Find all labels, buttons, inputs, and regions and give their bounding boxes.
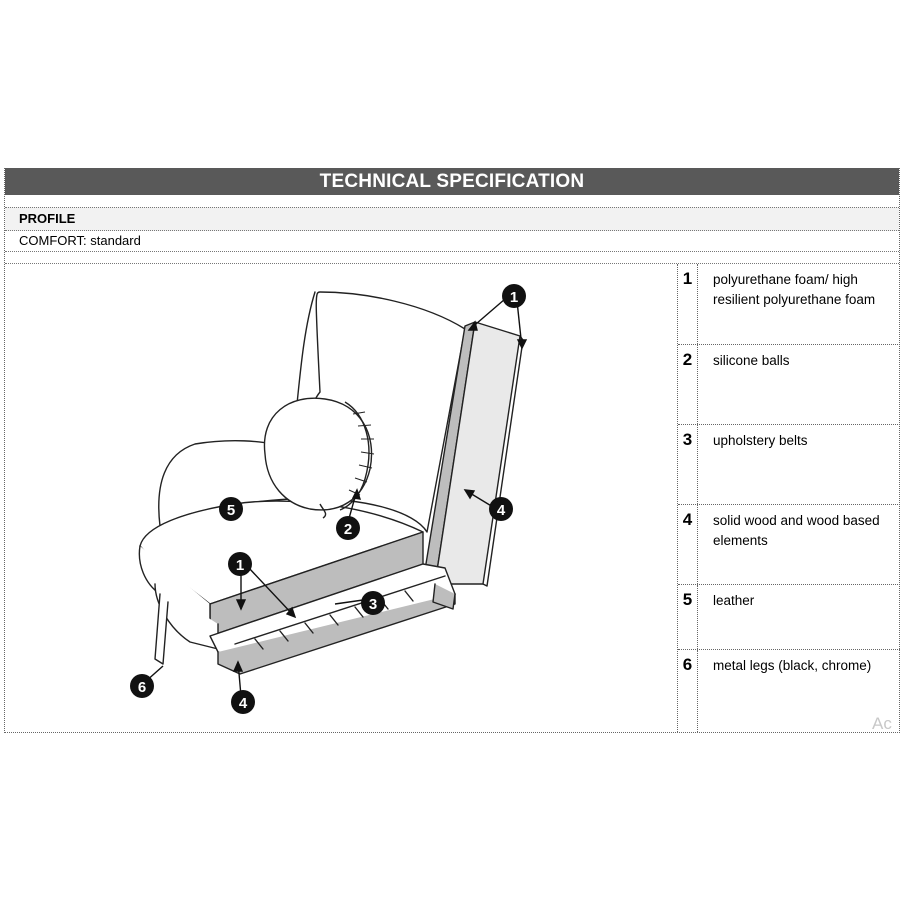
callout-4-base: 4 xyxy=(231,690,255,714)
legend-row: 2 silicone balls xyxy=(678,345,900,425)
callout-1-seat: 1 xyxy=(228,552,252,576)
svg-text:4: 4 xyxy=(497,502,506,519)
callout-3: 3 xyxy=(361,591,385,615)
legend-description: leather xyxy=(713,593,755,608)
svg-text:5: 5 xyxy=(227,502,235,519)
legend-row: 5 leather xyxy=(678,585,900,650)
materials-legend: 1 polyurethane foam/ high resilient poly… xyxy=(677,264,900,732)
profile-label: PROFILE xyxy=(19,211,76,226)
legend-number: 2 xyxy=(678,345,698,424)
callout-2: 2 xyxy=(336,516,360,540)
legend-description: polyurethane foam/ high resilient polyur… xyxy=(713,272,876,307)
technical-spec-sheet: TECHNICAL SPECIFICATION PROFILE COMFORT:… xyxy=(4,168,900,733)
spacer-row xyxy=(5,252,899,264)
callout-1-back: 1 xyxy=(502,284,526,308)
svg-text:1: 1 xyxy=(236,557,244,574)
comfort-row: COMFORT: standard xyxy=(5,230,899,252)
profile-row: PROFILE xyxy=(5,207,899,231)
legend-row: 1 polyurethane foam/ high resilient poly… xyxy=(678,264,900,345)
legend-row: 3 upholstery belts xyxy=(678,425,900,505)
svg-text:2: 2 xyxy=(344,521,352,538)
sofa-illustration: 1 1 2 3 4 xyxy=(130,284,528,714)
legend-number: 3 xyxy=(678,425,698,504)
callout-4-back: 4 xyxy=(489,497,513,521)
legend-row: 6 metal legs (black, chrome) xyxy=(678,650,900,732)
svg-text:1: 1 xyxy=(510,289,518,306)
legend-number: 4 xyxy=(678,505,698,584)
callout-markers: 1 1 2 3 4 xyxy=(130,284,526,714)
legend-row: 4 solid wood and wood based elements xyxy=(678,505,900,585)
legend-description: upholstery belts xyxy=(713,433,808,448)
sofa-cross-section-drawing: 1 1 2 3 4 xyxy=(5,264,677,732)
watermark-text: Ac xyxy=(872,714,892,733)
callout-6: 6 xyxy=(130,674,154,698)
legend-description: silicone balls xyxy=(713,353,790,368)
comfort-value: COMFORT: standard xyxy=(19,233,141,248)
spec-title: TECHNICAL SPECIFICATION xyxy=(5,168,899,195)
callout-5: 5 xyxy=(219,497,243,521)
svg-text:6: 6 xyxy=(138,679,146,696)
svg-text:4: 4 xyxy=(239,695,248,712)
legend-description: metal legs (black, chrome) xyxy=(713,658,872,673)
legend-description: solid wood and wood based elements xyxy=(713,513,880,548)
legend-number: 6 xyxy=(678,650,698,732)
svg-text:3: 3 xyxy=(369,596,377,613)
legend-number: 1 xyxy=(678,264,698,344)
legend-number: 5 xyxy=(678,585,698,649)
